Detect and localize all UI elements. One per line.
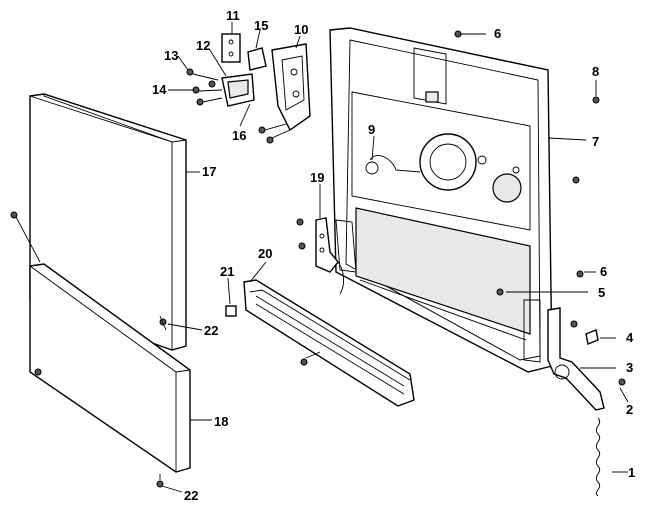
callout-10: 10 (294, 22, 308, 37)
lower-access-panel (29, 263, 191, 473)
callout-6-top: 6 (494, 26, 501, 41)
callout-18: 18 (214, 414, 228, 429)
callout-6-right: 6 (600, 264, 607, 279)
callout-labels: 1 2 3 4 5 6 6 7 8 9 10 11 12 13 14 15 16… (152, 8, 635, 503)
callout-21: 21 (220, 264, 234, 279)
callout-22-upper: 22 (204, 323, 218, 338)
door-latch-assembly (186, 33, 311, 144)
callout-19: 19 (310, 170, 324, 185)
callout-16: 16 (232, 128, 246, 143)
callout-9: 9 (368, 122, 375, 137)
callout-8: 8 (592, 64, 599, 79)
callout-14: 14 (152, 82, 167, 97)
panel-screws (10, 211, 167, 488)
callout-2: 2 (626, 402, 633, 417)
callout-7: 7 (592, 134, 599, 149)
callout-22-lower: 22 (184, 488, 198, 503)
hinge-bracket (296, 217, 345, 295)
callout-12: 12 (196, 38, 210, 53)
callout-4: 4 (626, 330, 634, 345)
latch-plate-10 (271, 43, 311, 132)
inner-door-frame (329, 27, 553, 373)
latch-bracket-11 (221, 33, 241, 63)
callout-13: 13 (164, 48, 178, 63)
hinge-hardware (454, 30, 626, 497)
leader-lines (161, 22, 629, 493)
callout-17: 17 (202, 164, 216, 179)
callout-3: 3 (626, 360, 633, 375)
callout-15: 15 (254, 18, 268, 33)
clip-21 (225, 305, 237, 317)
vent-kick-plate (243, 279, 415, 407)
callout-1: 1 (628, 465, 635, 480)
callout-5: 5 (598, 285, 605, 300)
latch-switch-15 (247, 47, 267, 71)
callout-11: 11 (226, 8, 240, 23)
callout-20: 20 (258, 246, 272, 261)
